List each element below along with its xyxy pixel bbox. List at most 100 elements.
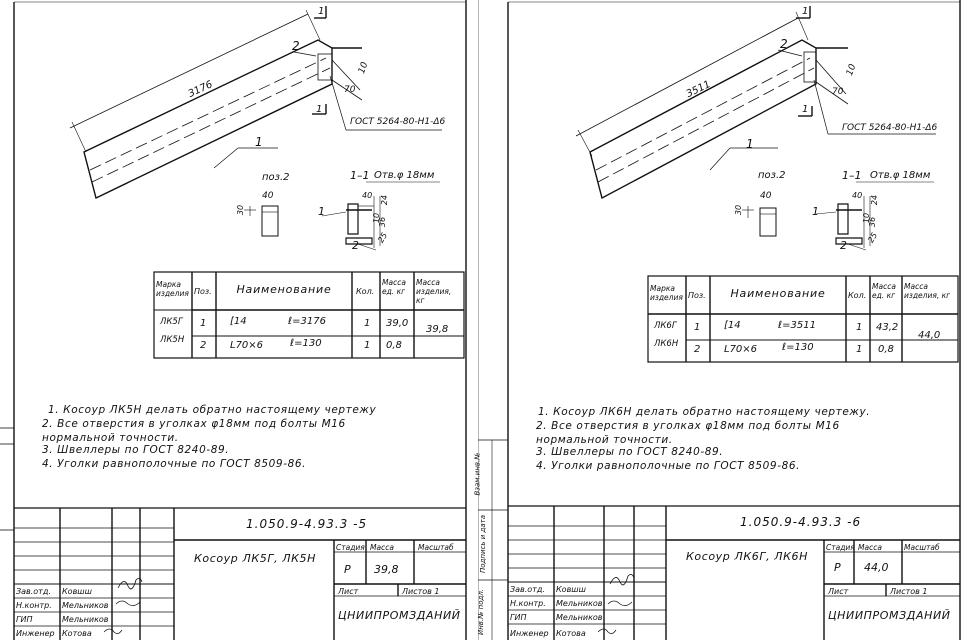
spec-mark-1: ЛК5Г [160,317,183,327]
stamp-stage: Р [834,561,841,574]
section-mark-top: 1 [318,6,325,17]
stamp-org: ЦНИИПРОМЗДАНИЙ [828,609,951,622]
role-1: Зав.отд. [16,587,51,596]
part1-label: 1 [746,137,754,151]
stamp-code: 1.050.9-4.93.3 -6 [740,515,862,529]
note-2b: нормальной точности. [42,432,179,444]
spec-r2-mass: 0,8 [878,344,894,355]
pos2-dim-40: 40 [262,191,274,201]
note-3: 3. Швеллеры по ГОСТ 8240-89. [42,444,230,456]
spec-h-qty: Кол. [356,287,375,296]
note-2b: нормальной точности. [536,434,673,446]
name-3: Мельников [556,613,603,622]
stamp-stage-h: Стадия [826,543,855,552]
stamp-sheets-h: Листов 1 [402,587,440,596]
dim-70: 70 [832,87,844,97]
stamp-mass: 39,8 [374,563,399,576]
spec-r1-pos: 1 [694,322,701,333]
note-4: 4. Уголки равнополочные по ГОСТ 8509-86. [42,458,307,470]
spec-h-name: Наименование [236,283,332,296]
note-1: 1. Косоур ЛК5Н делать обратно настоящему… [48,404,377,416]
sec-part2: 2 [352,239,359,252]
role-4: Инженер [16,629,55,638]
name-1: Ковшш [62,587,92,596]
spec-mark-2: ЛК6Н [654,339,679,349]
spec-total: 39,8 [426,324,449,335]
spec-h-pos: Поз. [688,291,706,300]
section-label: 1–1 [842,169,862,182]
spec-h-name: Наименование [730,287,826,300]
spec-r1-qty: 1 [364,318,371,329]
sec-part1: 1 [318,205,325,218]
sec-dim-24: 24 [870,194,880,206]
stamp-mass-h: Масса [370,543,394,552]
name-2: Мельников [62,601,109,610]
spec-h-mass-unit: Масса ед. кг [382,278,406,296]
sec-part1: 1 [812,205,819,218]
name-3: Мельников [62,615,109,624]
stamp-sheet-h: Лист [338,587,359,596]
role-3: ГИП [510,613,527,622]
stamp-mass: 44,0 [864,561,889,574]
weld-gost: ГОСТ 5264-80-Н1-Δ6 [842,123,938,133]
stamp-scale-h: Масштаб [904,543,940,552]
spec-r1-qty: 1 [856,322,863,333]
spec-r1-profile: [14 [230,316,247,327]
margin-sign-date: Подпись и дата [478,515,487,573]
stamp-stage: Р [344,563,351,576]
section-mark-bottom: 1 [316,104,323,115]
spec-r2-length: ℓ=130 [290,338,322,349]
sec-dim-40: 40 [362,191,373,200]
section-label: 1–1 [350,169,370,182]
section-mark-bottom: 1 [802,104,809,115]
spec-h-pos: Поз. [194,287,212,296]
part2-label: 2 [780,37,788,51]
role-2: Н.контр. [510,599,546,608]
sheet-right: 3511 1 2 1 1 70 10 ГОСТ 5264-80-Н1-Δ6 по… [474,0,962,640]
stamp-org: ЦНИИПРОМЗДАНИЙ [338,609,461,622]
spec-r2-qty: 1 [364,340,371,351]
pos2-label: поз.2 [758,170,786,181]
section-mark-top: 1 [802,6,809,17]
sheet-left: 3176 1 2 1 1 70 10 ГОСТ 5264-80-Н1-Δ6 по… [0,0,470,640]
note-4: 4. Уголки равнополочные по ГОСТ 8509-86. [536,460,801,472]
name-4: Котова [62,629,92,638]
margin-replace: Взам.инв.№ [473,452,482,496]
sec-dim-40: 40 [852,191,863,200]
stamp-code: 1.050.9-4.93.3 -5 [246,517,368,531]
sec-part2: 2 [840,239,847,252]
name-2: Мельников [556,599,603,608]
spec-r2-mass: 0,8 [386,340,402,351]
spec-h-mark: Марка изделия [156,280,189,298]
dim-70: 70 [344,85,356,95]
pos2-dim-30: 30 [236,204,246,216]
spec-h-mass-total: Масса изделия, кг [416,278,452,305]
note-1: 1. Косоур ЛК6Н делать обратно настоящему… [538,406,871,418]
note-2: 2. Все отверстия в уголках φ18мм под бол… [42,418,346,430]
spec-r1-profile: [14 [724,320,741,331]
role-3: ГИП [16,615,33,624]
spec-r2-length: ℓ=130 [782,342,814,353]
hole-label: Отв.φ 18мм [374,170,435,181]
part1-label: 1 [255,135,263,149]
spec-r1-length: ℓ=3511 [778,320,816,331]
note-3: 3. Швеллеры по ГОСТ 8240-89. [536,446,724,458]
role-2: Н.контр. [16,601,52,610]
drawing-right [478,0,961,640]
spec-h-qty: Кол. [848,291,867,300]
pos2-label: поз.2 [262,172,290,183]
hole-label: Отв.φ 18мм [870,170,931,181]
sec-dim-36: 36 [378,216,388,228]
sec-dim-36: 36 [868,216,878,228]
spec-r1-mass: 39,0 [386,318,409,329]
spec-mark-2: ЛК5Н [160,335,185,345]
stamp-scale-h: Масштаб [418,543,454,552]
spec-h-mark: Марка изделия [650,284,683,302]
role-1: Зав.отд. [510,585,545,594]
spec-r1-mass: 43,2 [876,322,899,333]
pos2-dim-40: 40 [760,191,772,201]
sec-dim-24: 24 [380,194,390,206]
spec-r2-pos: 2 [694,344,701,355]
spec-h-mass-total: Масса изделия, кг [904,282,951,300]
drawing-left [0,0,467,640]
